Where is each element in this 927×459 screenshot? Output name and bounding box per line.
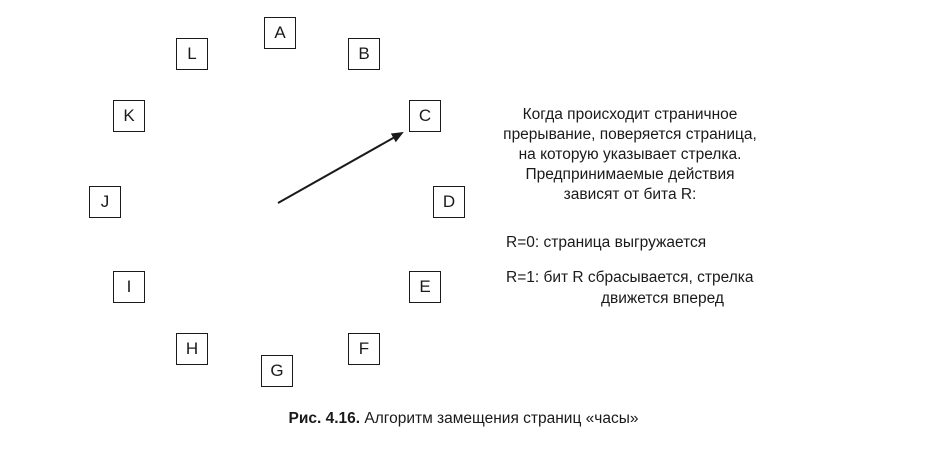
page-box-a: A [264,17,296,49]
page-label-c: C [418,106,432,125]
page-box-h: H [176,333,208,365]
explanation-line: Когда происходит страничное [522,106,738,123]
clock-hand [277,132,404,204]
page-label-b: B [358,44,370,63]
figure-caption: Рис. 4.16. Алгоритм замещения страниц «ч… [0,410,927,428]
page-label-i: I [126,277,132,296]
page-box-f: F [348,333,380,365]
figure-number: Рис. 4.16. [288,410,361,427]
page-box-b: B [348,38,380,70]
page-label-d: D [442,192,456,211]
rule-r1-line2: движется вперед [601,290,724,307]
page-box-j: J [89,186,121,218]
explanation-line: прерывание, поверяется страница, [503,126,757,143]
explanation-line: зависят от бита R: [563,186,697,203]
page-box-l: L [176,38,208,70]
figure-title: Алгоритм замещения страниц «часы» [360,410,639,427]
explanation-text: Когда происходит страничное прерывание, … [480,105,780,307]
page-box-e: E [409,271,441,303]
page-label-f: F [358,339,370,358]
page-label-j: J [100,192,110,211]
explanation-line: на которую указывает стрелка. [518,146,742,163]
page-box-i: I [113,271,145,303]
page-label-k: K [123,106,135,125]
rule-r0: R=0: страница выгружается [506,234,707,251]
page-box-c: C [409,100,441,132]
page-label-a: A [274,23,286,42]
page-label-e: E [419,277,431,296]
page-label-h: H [185,339,199,358]
page-box-d: D [433,186,465,218]
page-box-k: K [113,100,145,132]
page-box-g: G [261,355,293,387]
page-label-l: L [187,44,197,63]
explanation-line: Предпринимаемые действия [525,166,735,183]
rule-r1-line1: R=1: бит R сбрасывается, стрелка [506,269,754,286]
page-label-g: G [270,361,284,380]
